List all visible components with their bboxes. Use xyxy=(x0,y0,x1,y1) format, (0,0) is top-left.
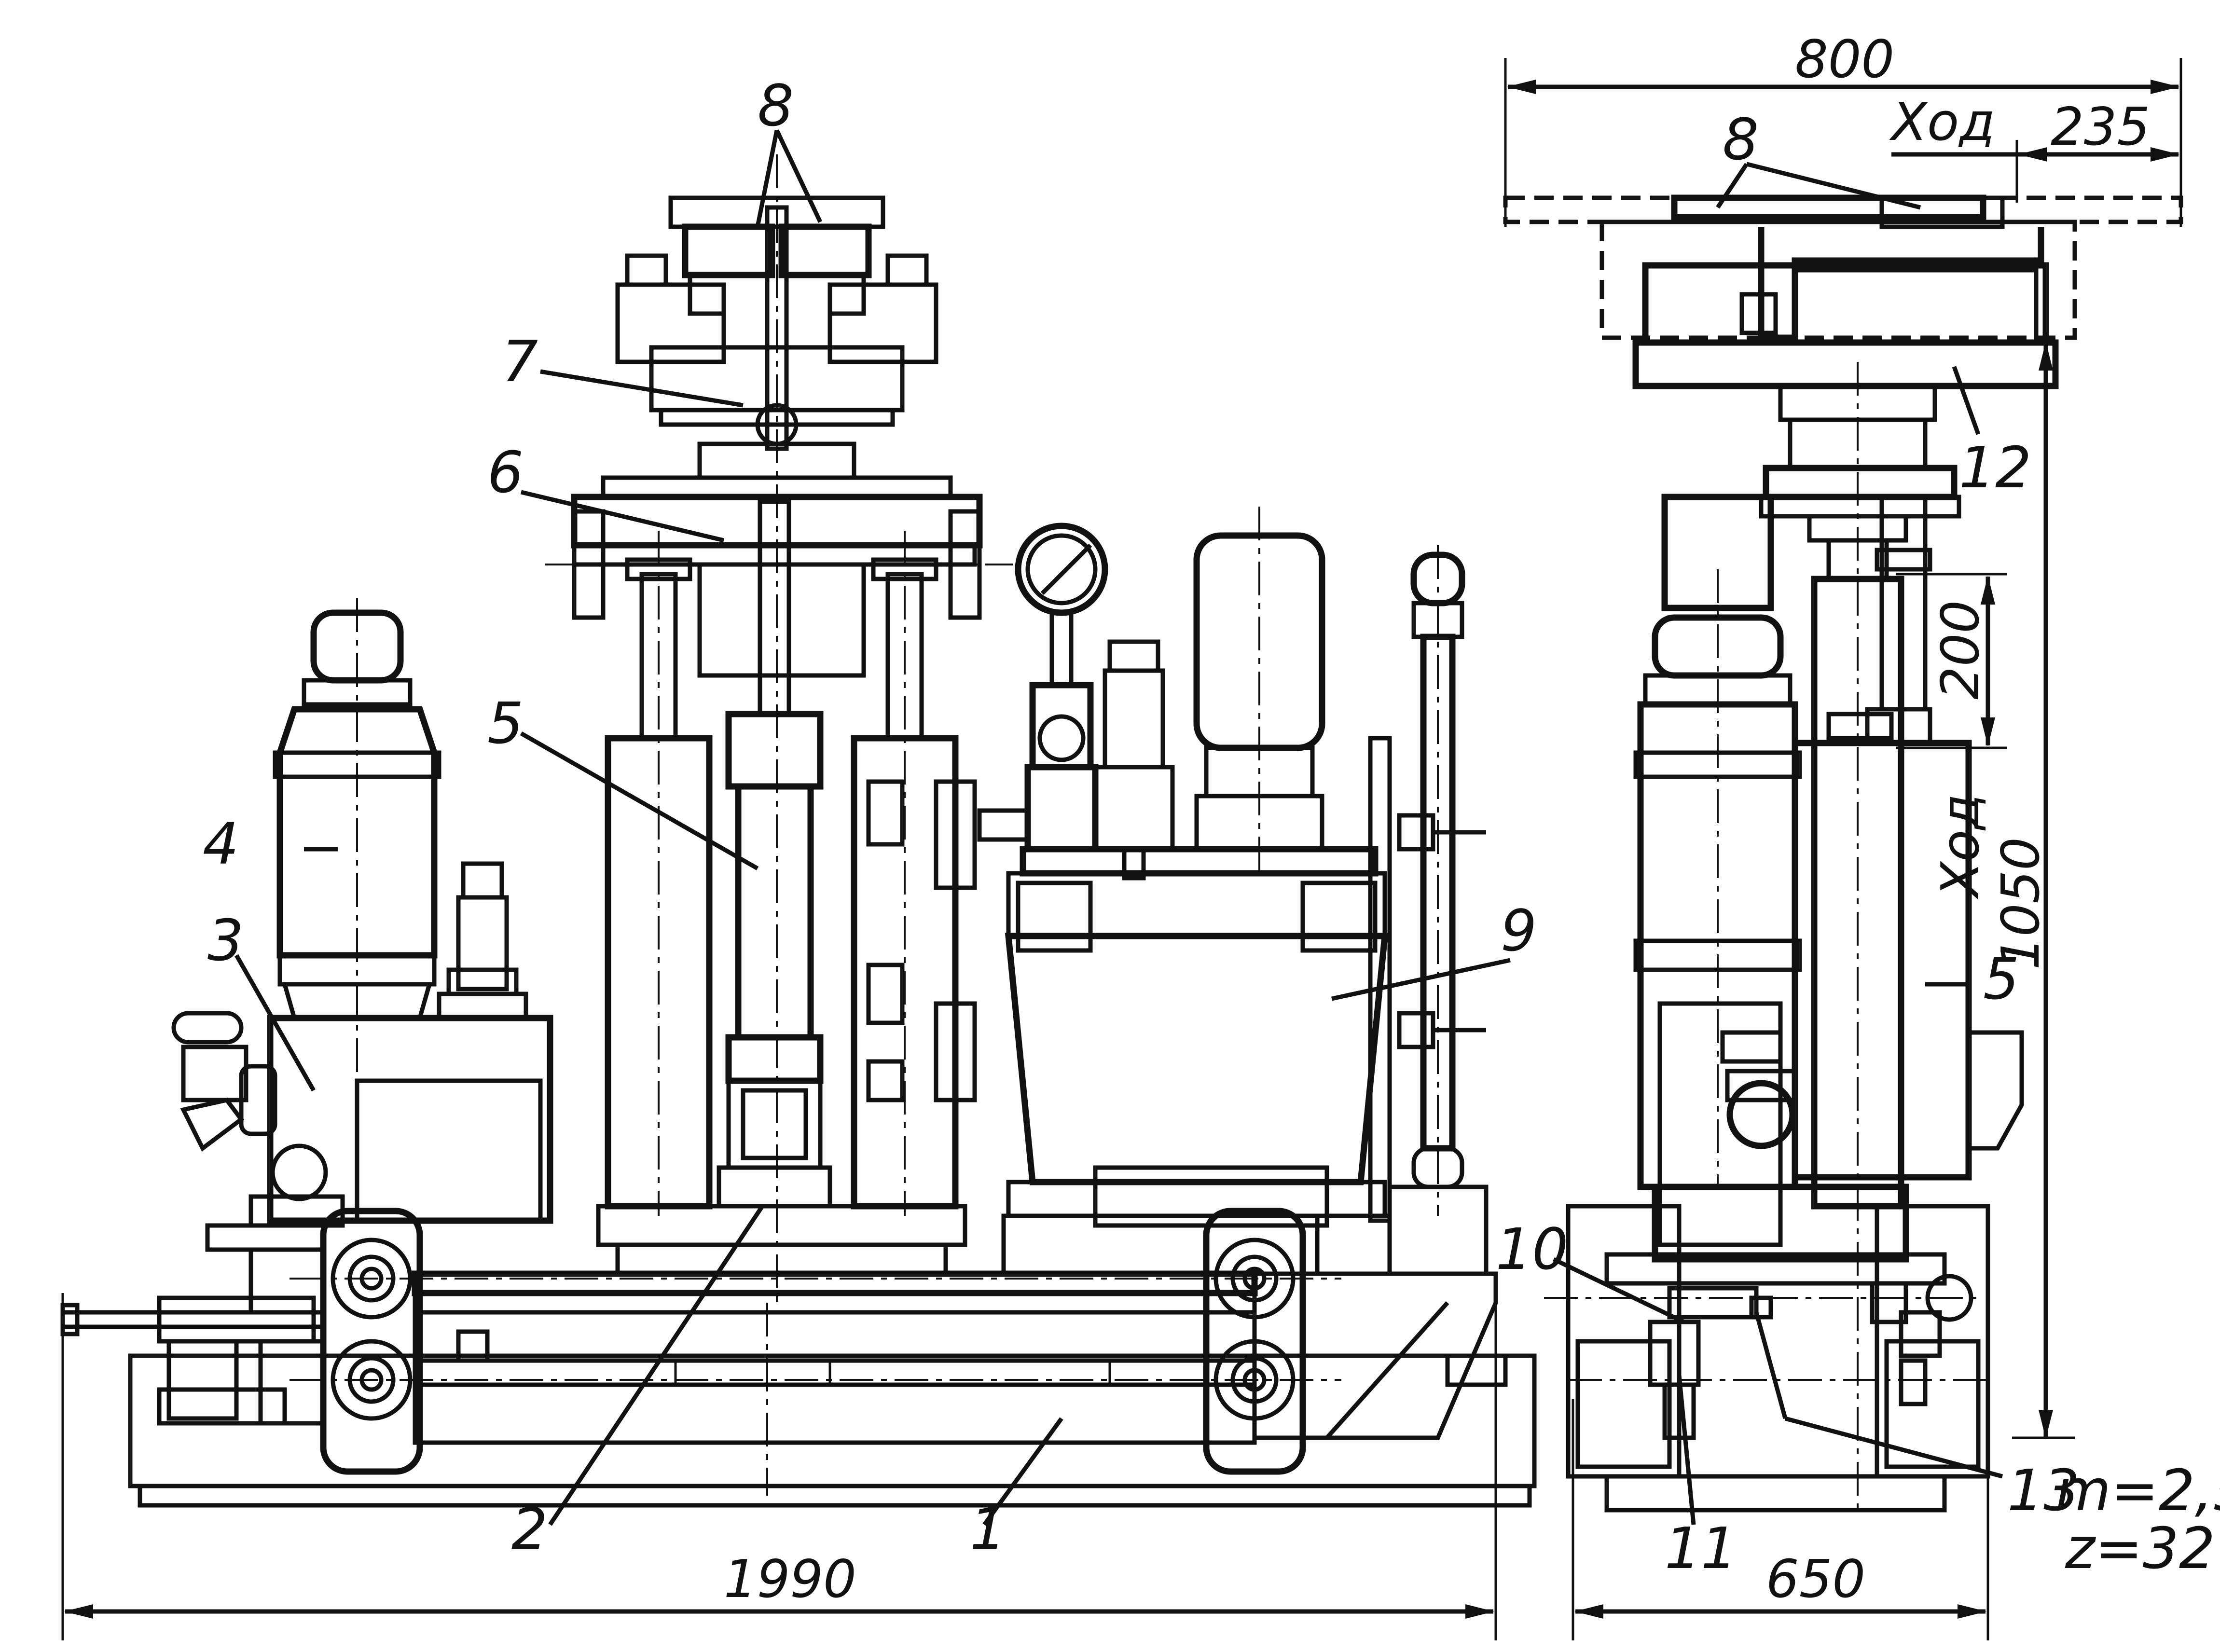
left-rod-assembly xyxy=(60,1223,326,1426)
callout-13-module: m=2,5 xyxy=(2055,1457,2220,1524)
callout-10: 10 xyxy=(1496,1216,1568,1282)
callout-3: 3 xyxy=(207,907,244,974)
dimension-side-width: 650 xyxy=(1572,1399,1989,1640)
center-cylinder xyxy=(725,499,824,1084)
callout-8-side: 8 xyxy=(1723,106,1759,173)
callout-2: 2 xyxy=(511,1496,548,1562)
press-bed xyxy=(596,1078,967,1276)
control-valves xyxy=(977,639,1175,881)
left-wheel-plate xyxy=(320,1208,423,1475)
dimension-1050-label: 1050 xyxy=(1991,837,2051,970)
callout-5: 5 xyxy=(487,690,524,757)
dimension-650-label: 650 xyxy=(1766,1549,1865,1610)
pump-housing xyxy=(171,861,553,1228)
callout-11: 11 xyxy=(1665,1515,1737,1582)
front-centerlines xyxy=(290,154,1439,1496)
dimension-overall-length: 1990 xyxy=(61,1293,1497,1640)
side-view: 800 Ход 235 200 Ход 1050 xyxy=(1503,29,2183,1640)
callouts: 1 2 3 4 5 6 7 8 9 8 12 5 10 11 13 m=2,5 … xyxy=(203,72,2220,1582)
dimension-200: 200 Ход xyxy=(1896,573,2007,900)
callout-6: 6 xyxy=(487,439,524,506)
side-cylinder-right xyxy=(1792,495,2024,1181)
callout-12: 12 xyxy=(1959,434,2031,501)
callout-9: 9 xyxy=(1501,897,1537,964)
callout-4: 4 xyxy=(203,811,239,877)
dimension-top-width: 800 xyxy=(1504,29,2182,227)
callout-1: 1 xyxy=(970,1496,1006,1562)
dimension-800-label: 800 xyxy=(1795,29,1894,90)
callout-13: 13 xyxy=(2007,1457,2080,1524)
top-table-outline xyxy=(1503,194,2183,340)
side-leaders xyxy=(1553,162,2003,1525)
dimension-235-label: 235 xyxy=(2051,97,2150,157)
side-base xyxy=(1566,1184,1990,1513)
dimension-stroke-vert-label: Ход xyxy=(1930,794,1991,900)
upper-head xyxy=(1632,227,2059,389)
front-view: 1990 xyxy=(60,129,1537,1640)
dimension-200-label: 200 xyxy=(1930,600,1991,700)
dimension-1990-label: 1990 xyxy=(724,1549,856,1610)
dimension-stroke-top-label: Ход xyxy=(1889,92,1995,152)
side-centerlines xyxy=(1544,362,1993,1510)
side-column xyxy=(1759,384,1961,1210)
front-leaders xyxy=(234,129,1511,1526)
dimension-height: 1050 xyxy=(1991,342,2075,1439)
callout-5-side: 5 xyxy=(1983,946,2019,1012)
oil-tank xyxy=(1001,846,1392,1276)
pressure-gauge xyxy=(1015,523,1108,688)
callout-8: 8 xyxy=(758,72,794,139)
callout-13-teeth: z=32 xyxy=(2065,1515,2215,1582)
callout-7: 7 xyxy=(502,328,538,395)
guide-rod xyxy=(1368,551,1489,1276)
dimension-stroke-top: Ход 235 xyxy=(1889,92,2179,203)
right-column xyxy=(851,557,977,1210)
